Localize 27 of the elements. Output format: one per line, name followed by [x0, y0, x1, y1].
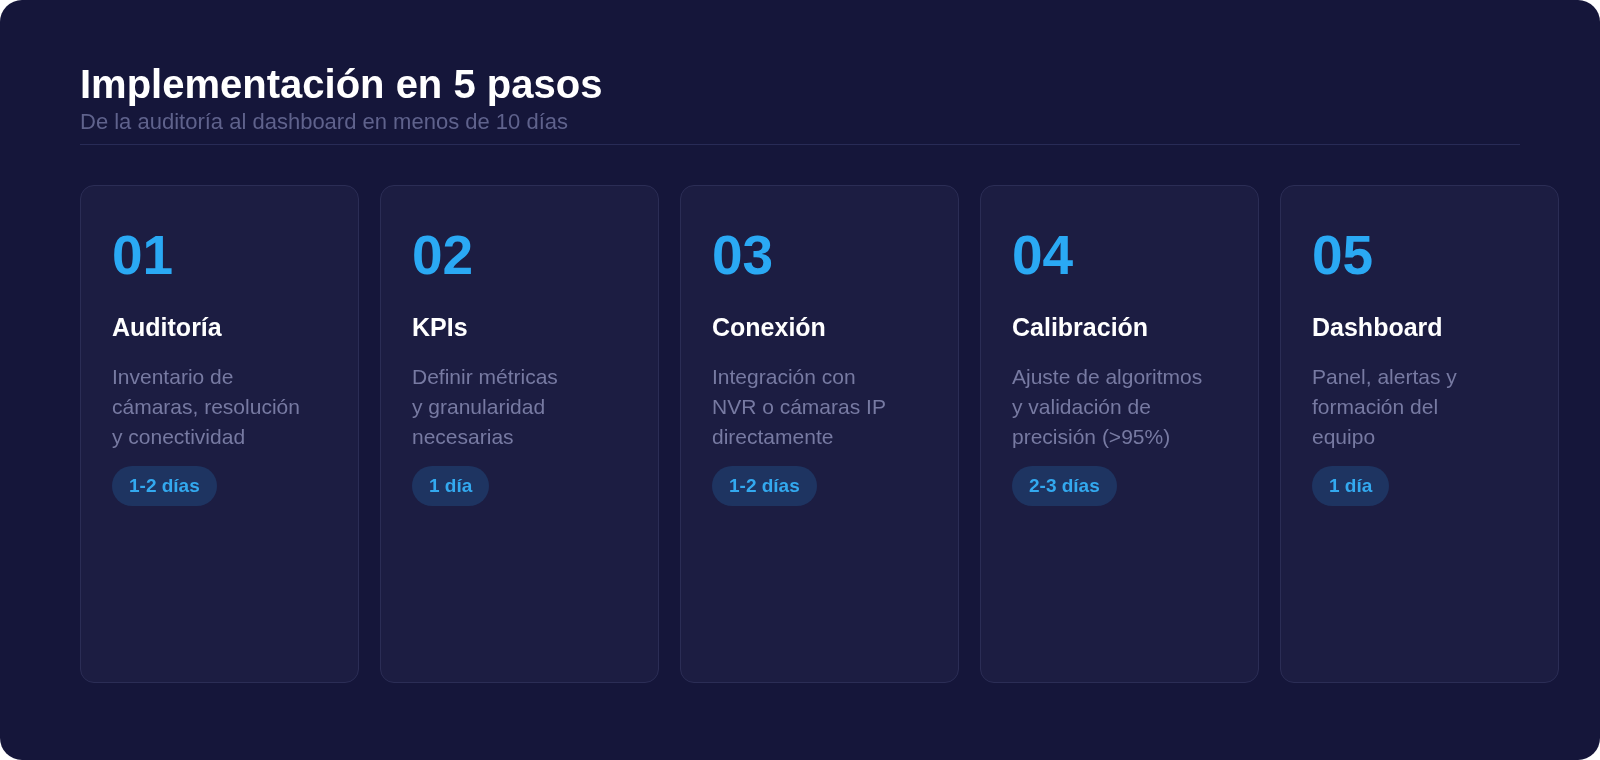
step-card	[1280, 185, 1559, 683]
step-description: Ajuste de algoritmos y validación de precisión (>95%)	[1012, 363, 1203, 450]
step-number: 04	[1012, 228, 1074, 283]
step-card	[80, 185, 359, 683]
step-title: Dashboard	[1312, 312, 1443, 342]
duration-badge: 1-2 días	[112, 466, 217, 506]
step-number: 02	[412, 228, 474, 283]
title: Implementación en 5 pasos	[80, 61, 603, 108]
step-card	[680, 185, 959, 683]
duration-badge: 1-2 días	[712, 466, 817, 506]
step-card	[380, 185, 659, 683]
duration-badge: 1 día	[1312, 466, 1390, 506]
duration-badge: 2-3 días	[1012, 466, 1117, 506]
step-description: Definir métricas y granularidad necesarias	[412, 363, 558, 450]
step-title: KPIs	[412, 312, 468, 342]
step-title: Conexión	[712, 312, 826, 342]
duration-badge: 1 día	[412, 466, 490, 506]
step-title: Calibración	[1012, 312, 1149, 342]
subtitle: De la auditoría al dashboard en menos de 10 días	[80, 109, 568, 135]
step-description: Inventario de cámaras, resolución y conectividad	[112, 363, 300, 450]
step-description: Panel, alertas y formación del equipo	[1312, 363, 1457, 450]
step-number: 01	[112, 228, 174, 283]
step-card	[980, 185, 1259, 683]
step-title: Auditoría	[112, 312, 222, 342]
step-description: Integración con NVR o cámaras IP directamente	[712, 363, 886, 450]
step-number: 05	[1312, 228, 1374, 283]
step-number: 03	[712, 228, 774, 283]
